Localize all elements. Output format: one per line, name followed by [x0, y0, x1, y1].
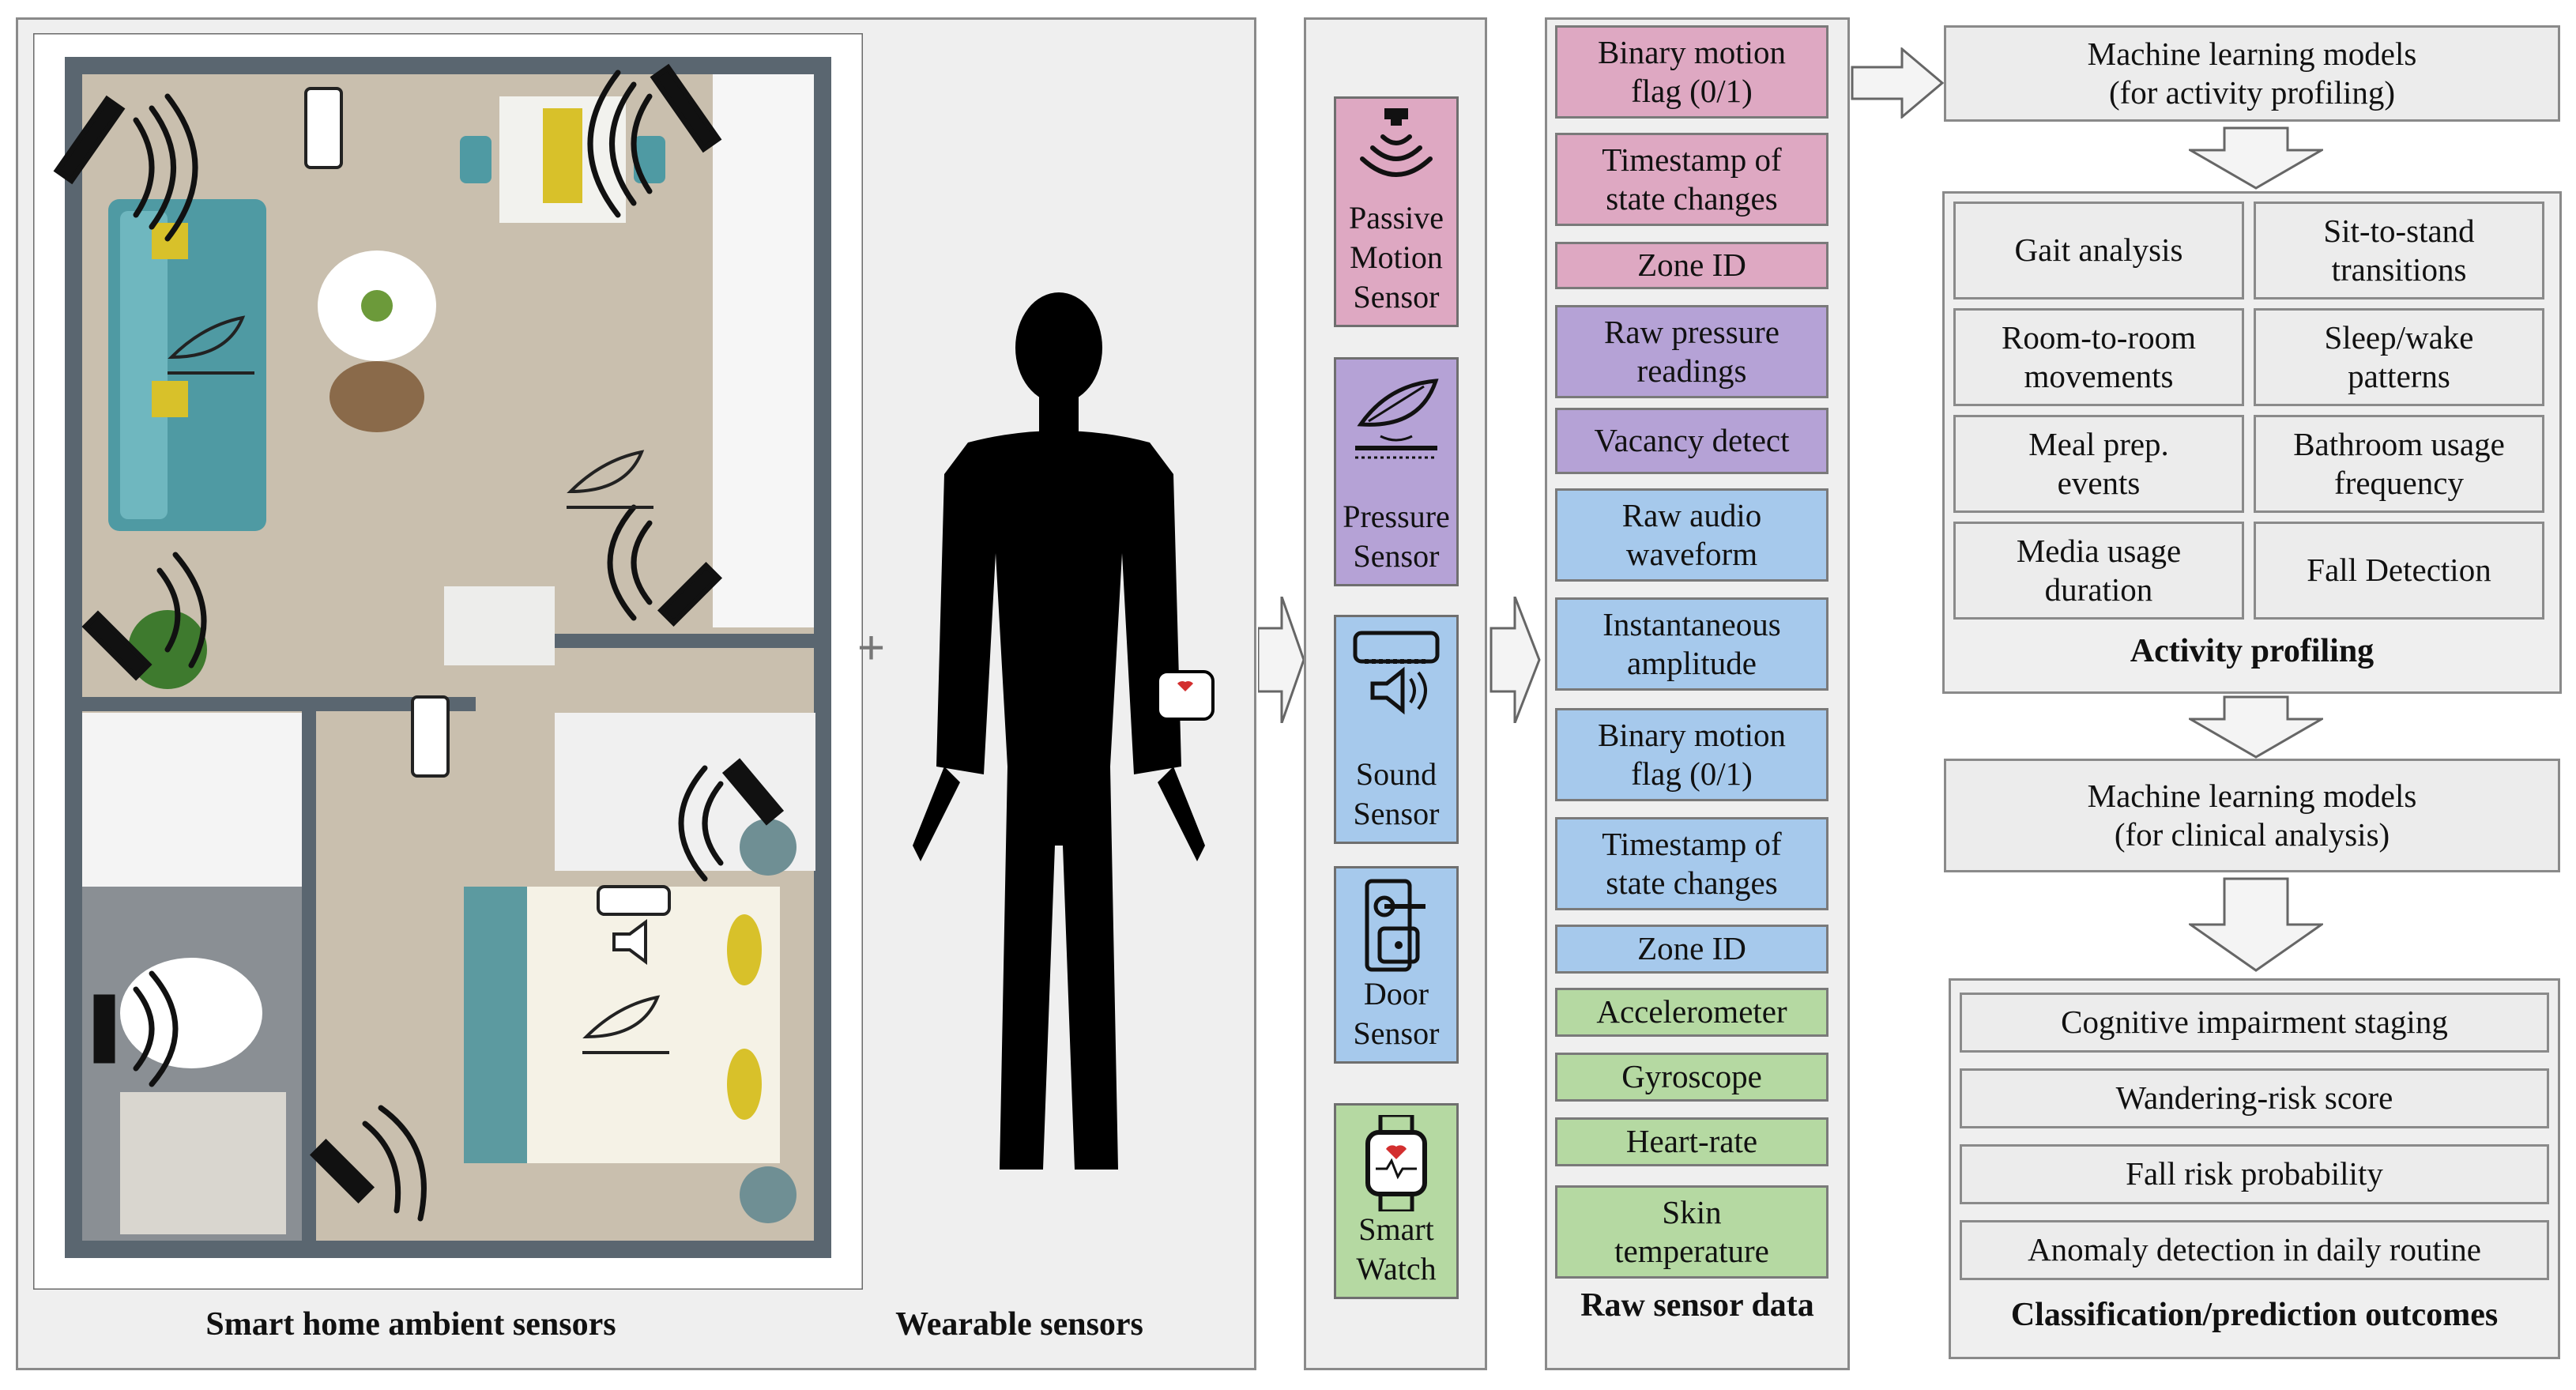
sensor-label: Pressure Sensor — [1343, 499, 1450, 574]
arrow-right-icon — [1851, 47, 1945, 119]
activity-item: Bathroom usage frequency — [2254, 415, 2544, 513]
smart-watch-icon — [1365, 1115, 1427, 1211]
arrow-down-icon — [2189, 695, 2323, 759]
sound-sensor-icon — [1353, 631, 1440, 715]
sensor-passive-motion: Passive Motion Sensor — [1334, 96, 1459, 327]
raw-data-item: Gyroscope — [1555, 1053, 1828, 1102]
outcomes-caption: Classification/prediction outcomes — [2010, 1297, 2499, 1333]
activity-item: Meal prep. events — [1953, 415, 2244, 513]
activity-item: Gait analysis — [1953, 202, 2244, 299]
ml-activity-box: Machine learning models (for activity pr… — [1944, 25, 2560, 122]
sensor-label: Door Sensor — [1353, 976, 1440, 1051]
raw-data-item: Zone ID — [1555, 242, 1828, 289]
arrow-right-icon — [1489, 597, 1541, 723]
door-sensor-icon — [1365, 879, 1425, 972]
raw-data-item: Binary motion flag (0/1) — [1555, 708, 1828, 801]
raw-data-item: Binary motion flag (0/1) — [1555, 25, 1828, 119]
raw-data-item: Zone ID — [1555, 925, 1828, 974]
raw-data-item: Skin temperature — [1555, 1185, 1828, 1279]
raw-data-item: Raw audio waveform — [1555, 488, 1828, 582]
wearable-sensors-caption: Wearable sensors — [895, 1306, 1143, 1343]
raw-data-item: Heart-rate — [1555, 1117, 1828, 1166]
raw-data-caption: Raw sensor data — [1580, 1287, 1814, 1324]
sensor-pressure: Pressure Sensor — [1334, 357, 1459, 586]
outcome-item: Fall risk probability — [1960, 1144, 2549, 1204]
motion-sensor-icon — [1360, 108, 1433, 177]
sensor-smart-watch: Smart Watch — [1334, 1103, 1459, 1299]
activity-item: Sit-to-stand transitions — [2254, 202, 2544, 299]
activity-item: Room-to-room movements — [1953, 308, 2244, 406]
raw-data-item: Timestamp of state changes — [1555, 133, 1828, 226]
activity-item: Fall Detection — [2254, 522, 2544, 620]
sensor-sound: Sound Sensor — [1334, 615, 1459, 844]
ambient-sensors-caption: Smart home ambient sensors — [205, 1306, 616, 1343]
sensor-label: Passive Motion Sensor — [1349, 200, 1444, 315]
sensor-door: Door Sensor — [1334, 866, 1459, 1064]
outcome-item: Wandering-risk score — [1960, 1068, 2549, 1128]
outcome-item: Cognitive impairment staging — [1960, 993, 2549, 1053]
pressure-sensor-icon — [1355, 379, 1439, 459]
plus-sign: + — [857, 621, 886, 674]
activity-item: Media usage duration — [1953, 522, 2244, 620]
arrow-down-icon — [2189, 877, 2323, 972]
raw-data-item: Timestamp of state changes — [1555, 817, 1828, 910]
arrow-down-icon — [2189, 126, 2323, 190]
raw-data-item: Raw pressure readings — [1555, 305, 1828, 398]
activity-profiling-caption: Activity profiling — [2130, 633, 2375, 669]
activity-item: Sleep/wake patterns — [2254, 308, 2544, 406]
arrow-right-icon — [1258, 597, 1305, 723]
human-silhouette-icon — [913, 292, 1215, 1170]
ml-clinical-box: Machine learning models (for clinical an… — [1944, 759, 2560, 872]
raw-data-item: Accelerometer — [1555, 988, 1828, 1037]
raw-data-item: Instantaneous amplitude — [1555, 597, 1828, 691]
outcome-item: Anomaly detection in daily routine — [1960, 1220, 2549, 1280]
sensor-label: Sound Sensor — [1353, 756, 1440, 831]
raw-data-item: Vacancy detect — [1555, 408, 1828, 474]
sensor-label: Smart Watch — [1356, 1211, 1437, 1286]
floor-plan-illustration — [33, 33, 863, 1290]
